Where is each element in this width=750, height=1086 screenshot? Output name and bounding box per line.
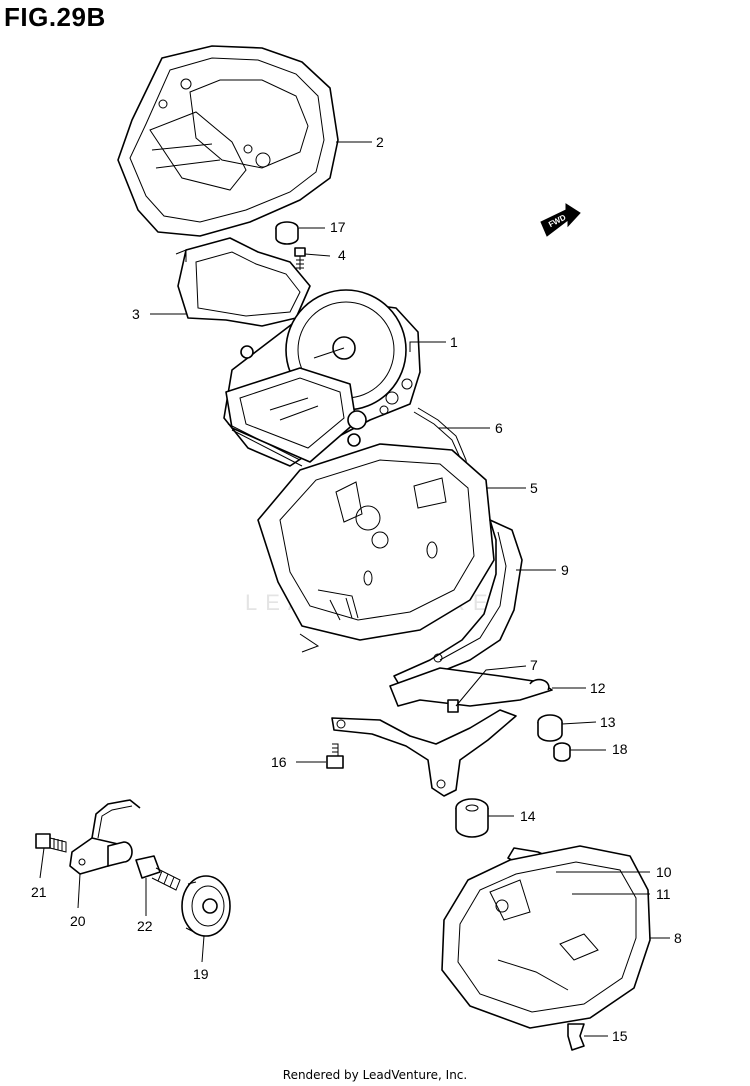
callout-5: 5 bbox=[530, 480, 538, 496]
callout-14: 14 bbox=[520, 808, 536, 824]
callout-17: 17 bbox=[330, 219, 346, 235]
fwd-arrow-icon: FWD bbox=[540, 203, 581, 237]
part-22-bolt bbox=[135, 855, 181, 891]
part-1-meter-assembly bbox=[223, 289, 421, 467]
callout-8: 8 bbox=[674, 930, 682, 946]
part-12-bracket bbox=[389, 653, 553, 707]
part-15-clip bbox=[567, 1023, 585, 1051]
callout-1: 1 bbox=[450, 334, 458, 350]
part-8-lower-cover bbox=[441, 845, 651, 1029]
callout-18: 18 bbox=[612, 741, 628, 757]
part-3-lens-panel bbox=[175, 237, 311, 327]
stay-bracket bbox=[331, 709, 517, 797]
part-18-collar bbox=[553, 742, 571, 762]
figure-title: FIG.29B bbox=[4, 2, 106, 32]
callout-16: 16 bbox=[271, 754, 287, 770]
callout-7: 7 bbox=[530, 657, 538, 673]
callout-20: 20 bbox=[70, 913, 86, 929]
part-2-meter-cover bbox=[117, 45, 339, 237]
callout-2: 2 bbox=[376, 134, 384, 150]
part-17-grommet bbox=[275, 221, 299, 245]
callout-labels: 2 17 4 3 1 6 5 9 7 12 13 18 16 14 10 11 … bbox=[31, 134, 682, 1044]
callout-3: 3 bbox=[132, 306, 140, 322]
part-20-speed-sensor bbox=[69, 799, 141, 875]
callout-19: 19 bbox=[193, 966, 209, 982]
callout-6: 6 bbox=[495, 420, 503, 436]
part-13-grommet bbox=[537, 714, 563, 742]
callout-21: 21 bbox=[31, 884, 47, 900]
footer-credit: Rendered by LeadVenture, Inc. bbox=[282, 1068, 468, 1082]
part-16-bolt bbox=[326, 743, 344, 769]
part-14-cushion bbox=[455, 798, 489, 838]
callout-22: 22 bbox=[137, 918, 153, 934]
callout-12: 12 bbox=[590, 680, 606, 696]
callout-4: 4 bbox=[338, 247, 346, 263]
callout-9: 9 bbox=[561, 562, 569, 578]
callout-11: 11 bbox=[656, 886, 671, 902]
leader-lines bbox=[39, 141, 670, 1037]
callout-10: 10 bbox=[656, 864, 672, 880]
part-7-screw bbox=[447, 699, 459, 713]
part-5-lower-case bbox=[257, 443, 495, 653]
part-4-screw bbox=[294, 247, 306, 270]
part-19-rotor bbox=[181, 875, 231, 937]
part-21-bolt bbox=[35, 833, 67, 853]
callout-15: 15 bbox=[612, 1028, 628, 1044]
callout-13: 13 bbox=[600, 714, 616, 730]
